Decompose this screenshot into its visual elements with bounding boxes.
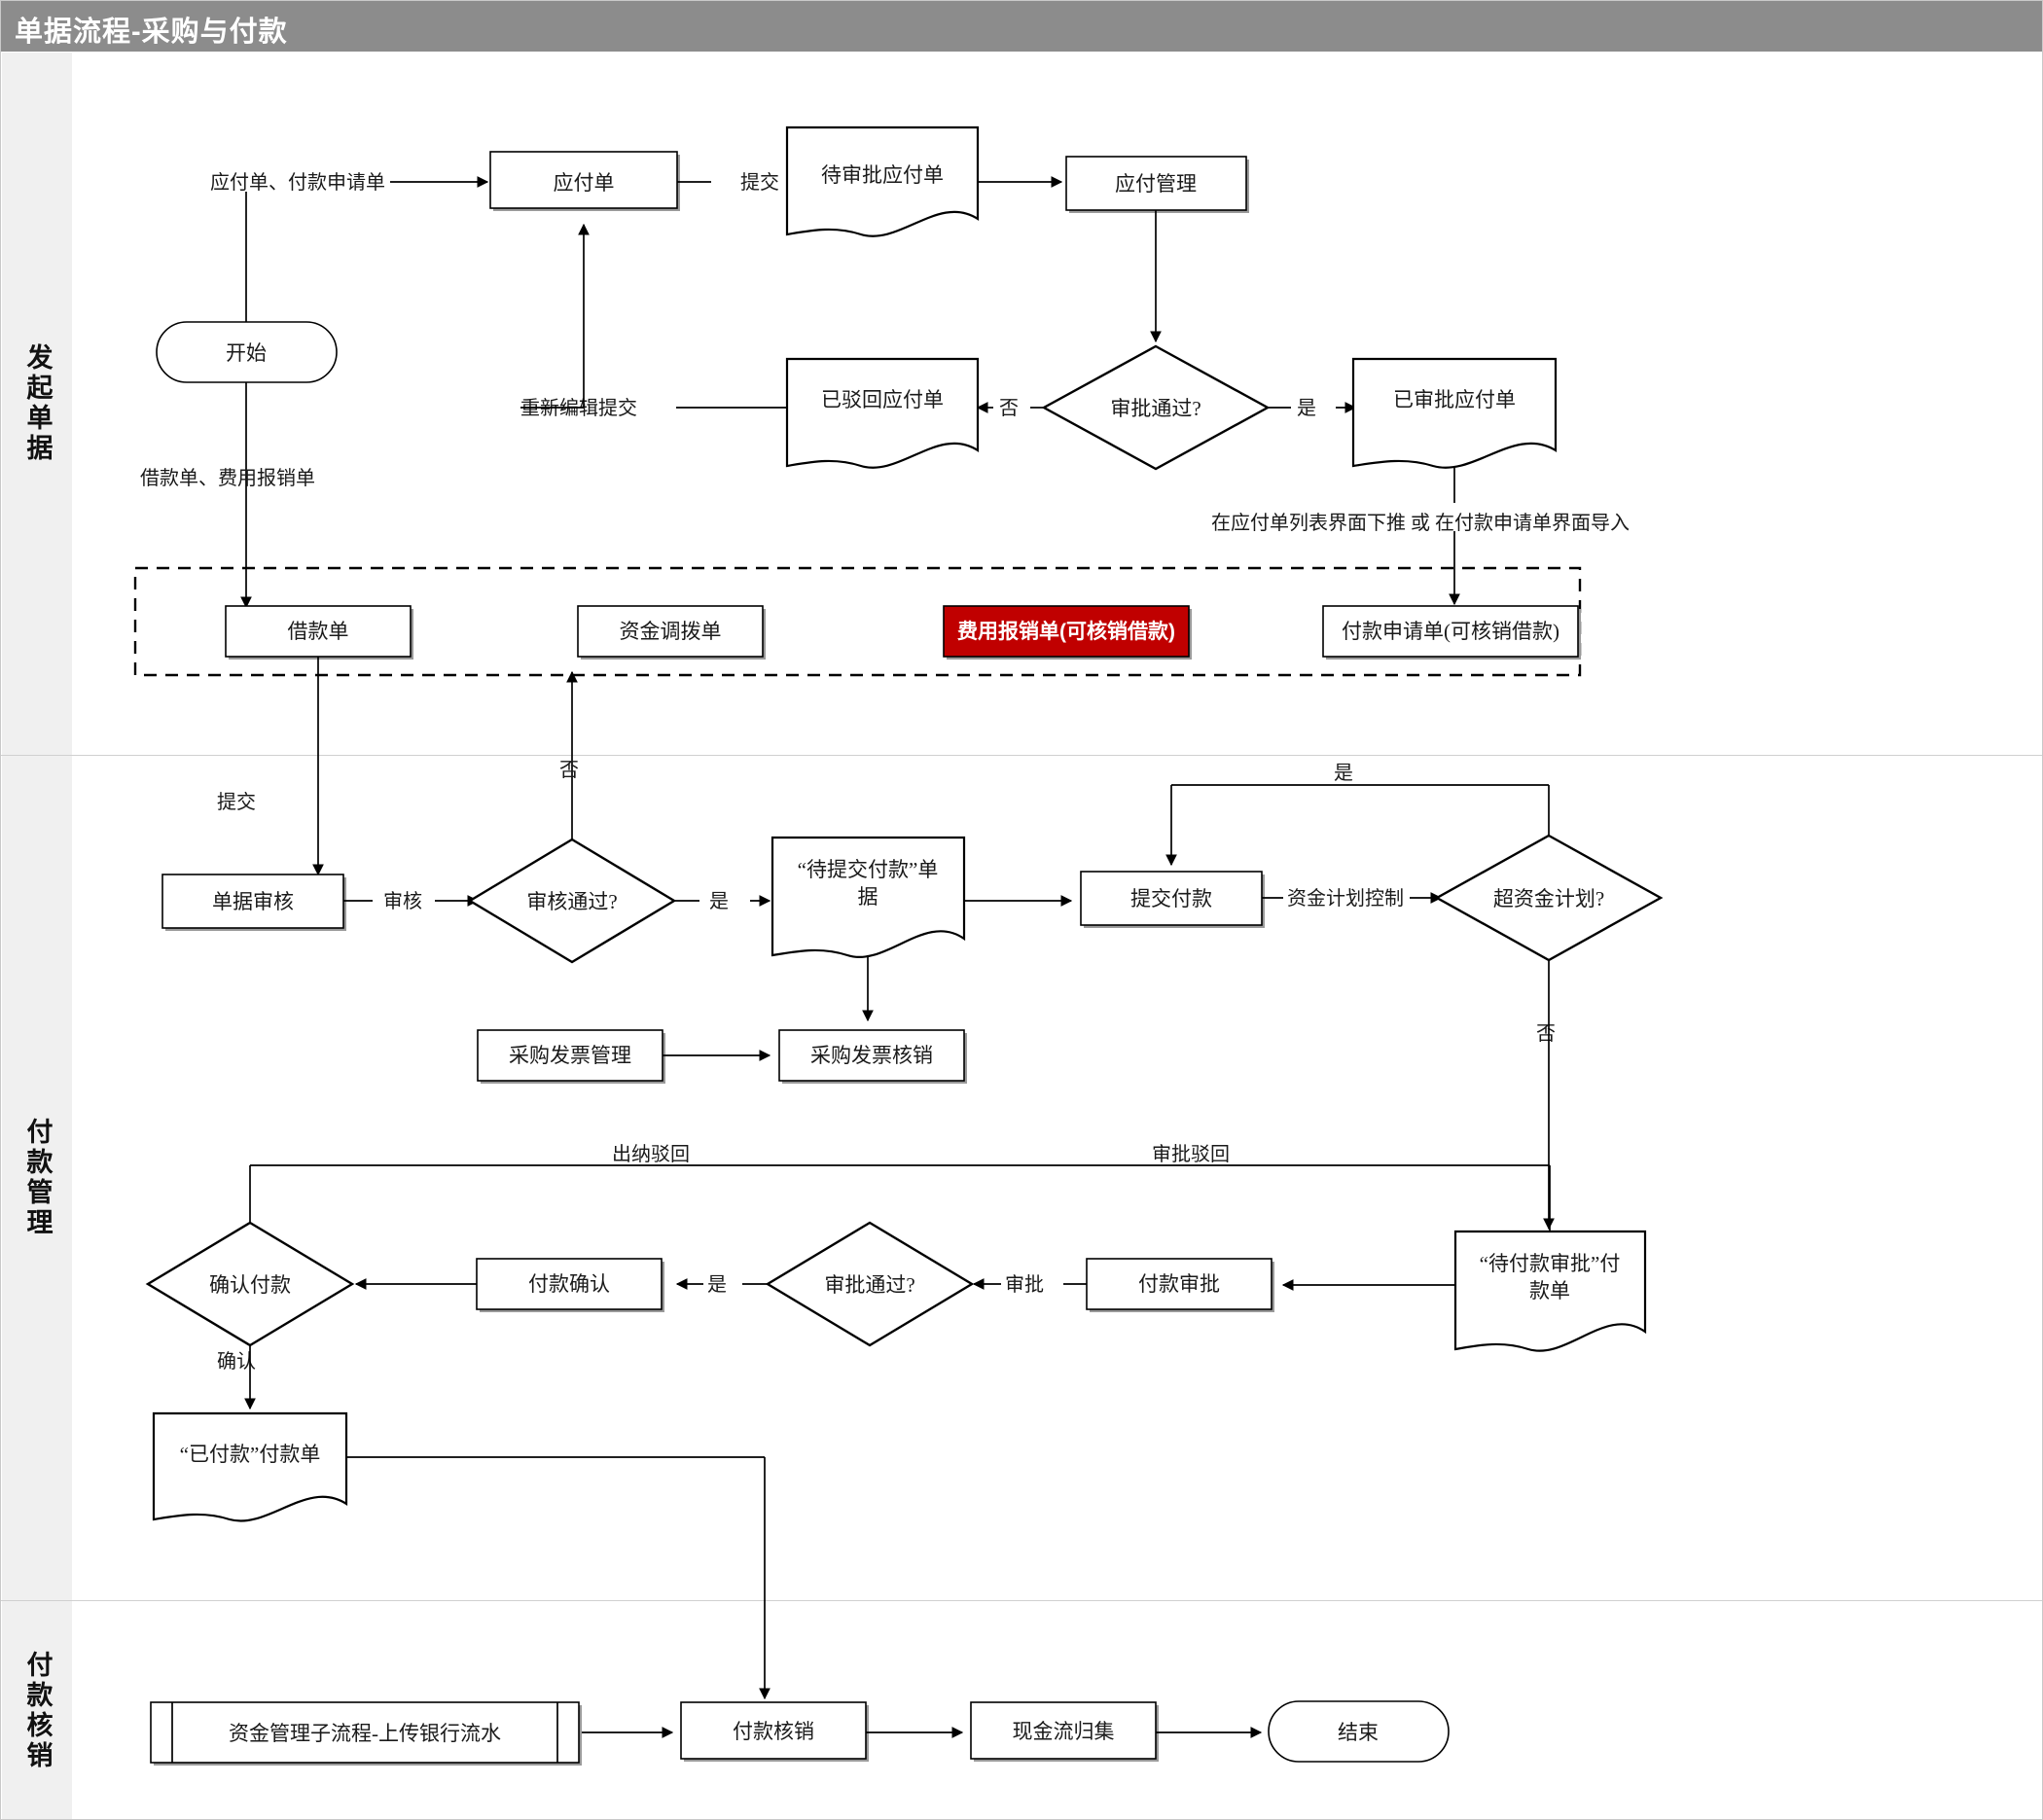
edge-label-loan-expense: 借款单、费用报销单 [140,467,315,489]
node-expense-claim-shape[interactable] [943,605,1190,658]
edge-label-no-1: 否 [999,398,1019,419]
node-payable-bill-label: 应付单 [554,171,615,195]
node-paid-bill-shape[interactable] [152,1411,348,1522]
node-pay-approve-q-shape[interactable] [765,1221,975,1347]
edge-label-yes-2: 是 [709,891,729,912]
title-bar: 单据流程-采购与付款 [1,1,2042,52]
node-pending-pay-approval-label-1: “待付款审批”付 [1480,1252,1621,1275]
node-loan-bill-label: 借款单 [288,620,349,643]
node-approve-q-label: 审批通过? [1110,397,1201,420]
node-payment-approval-shape[interactable] [1086,1258,1272,1310]
node-pending-pay-approval-label-2: 款单 [1529,1279,1570,1303]
node-cashflow-pool-label: 现金流归集 [1013,1720,1115,1743]
lane-label-settle: 付款核销 [2,1601,72,1819]
node-purchase-invoice-settle-shape[interactable] [778,1029,965,1082]
node-pending-payable-shape[interactable] [785,125,980,237]
lane-label-payment-text: 付款管理 [22,1118,53,1238]
node-fund-subprocess-shape[interactable] [150,1701,580,1764]
node-pending-submit-pay-shape[interactable] [771,836,966,958]
node-purchase-invoice-settle-label: 采购发票核销 [810,1044,933,1067]
edge-label-confirm: 确认 [217,1350,256,1373]
node-payable-mgmt-label: 应付管理 [1115,172,1197,196]
node-end-shape [1268,1700,1450,1763]
annotation-push-or-import: 在应付单列表界面下推 或 在付款申请单界面导入 [1211,512,1630,534]
lane-label-settle-text: 付款核销 [22,1650,53,1771]
node-bill-review-shape[interactable] [161,874,344,929]
node-payment-approval-label: 付款审批 [1138,1272,1220,1296]
lane-label-payment: 付款管理 [2,756,72,1600]
node-payment-settle-shape[interactable] [680,1701,867,1760]
edge-label-yes-3: 是 [1334,763,1353,784]
node-payable-mgmt-shape[interactable] [1065,156,1247,211]
node-rejected-payable-shape[interactable] [785,357,980,469]
node-payment-settle-label: 付款核销 [733,1720,814,1743]
node-payment-confirm-label: 付款确认 [528,1272,610,1296]
edge-label-fund-plan-control: 资金计划控制 [1287,887,1404,910]
node-pending-submit-pay-label-1: “待提交付款”单 [798,858,939,881]
node-end-label: 结束 [1338,1721,1379,1744]
edge-label-approve-reject: 审批驳回 [1152,1143,1230,1165]
node-pending-submit-pay-label-2: 据 [858,885,878,909]
node-payment-request-shape[interactable] [1322,605,1579,658]
page-title: 单据流程-采购与付款 [15,17,288,48]
node-pay-approve-q-label: 审批通过? [824,1273,914,1297]
edge-label-yes-4: 是 [707,1274,727,1296]
node-review-q-shape[interactable] [467,838,677,964]
node-fund-transfer-shape[interactable] [577,605,764,658]
node-pending-payable-label: 待审批应付单 [821,163,944,187]
node-approved-payable-shape[interactable] [1351,357,1558,469]
edge-label-payable-and-request: 应付单、付款申请单 [210,171,385,194]
edge-label-submit-1: 提交 [740,171,779,194]
node-cashflow-pool-shape[interactable] [970,1701,1157,1760]
node-rejected-payable-label: 已驳回应付单 [821,388,944,411]
node-submit-payment-label: 提交付款 [1130,887,1212,910]
node-approved-payable-label: 已审批应付单 [1393,388,1516,411]
node-start-label: 开始 [226,341,267,365]
node-expense-claim-label: 费用报销单(可核销借款) [957,620,1175,643]
node-approve-q-shape[interactable] [1041,344,1271,471]
edge-label-submit-2: 提交 [217,791,256,813]
node-payment-request-label: 付款申请单(可核销借款) [1342,620,1559,643]
edge-label-cashier-reject: 出纳驳回 [612,1143,690,1165]
edge-label-no-3: 否 [1536,1023,1556,1045]
lane-divider-1 [1,755,2042,756]
edge-label-yes-1: 是 [1297,398,1316,419]
node-bill-review-label: 单据审核 [212,890,294,913]
node-over-budget-q-label: 超资金计划? [1493,887,1604,910]
node-fund-transfer-label: 资金调拨单 [620,620,722,643]
lane-label-initiate-text: 发起单据 [22,343,53,464]
node-fund-subprocess-label: 资金管理子流程-上传银行流水 [229,1722,501,1745]
node-pending-pay-approval-shape[interactable] [1453,1230,1647,1352]
node-purchase-invoice-mgmt-shape[interactable] [477,1029,663,1082]
node-purchase-invoice-mgmt-label: 采购发票管理 [509,1044,631,1067]
node-confirm-payment-q-label: 确认付款 [209,1273,291,1297]
edge-label-review: 审核 [383,890,422,912]
edge-label-no-2: 否 [559,760,579,781]
node-review-q-label: 审核通过? [526,890,617,913]
lane-label-initiate: 发起单据 [2,53,72,755]
node-payable-bill-shape[interactable] [489,151,678,209]
edge-label-approve: 审批 [1005,1273,1044,1296]
node-paid-bill-label: “已付款”付款单 [180,1443,321,1466]
node-payment-confirm-shape[interactable] [476,1258,663,1310]
lane-divider-2 [1,1600,2042,1601]
node-submit-payment-shape[interactable] [1080,871,1263,926]
